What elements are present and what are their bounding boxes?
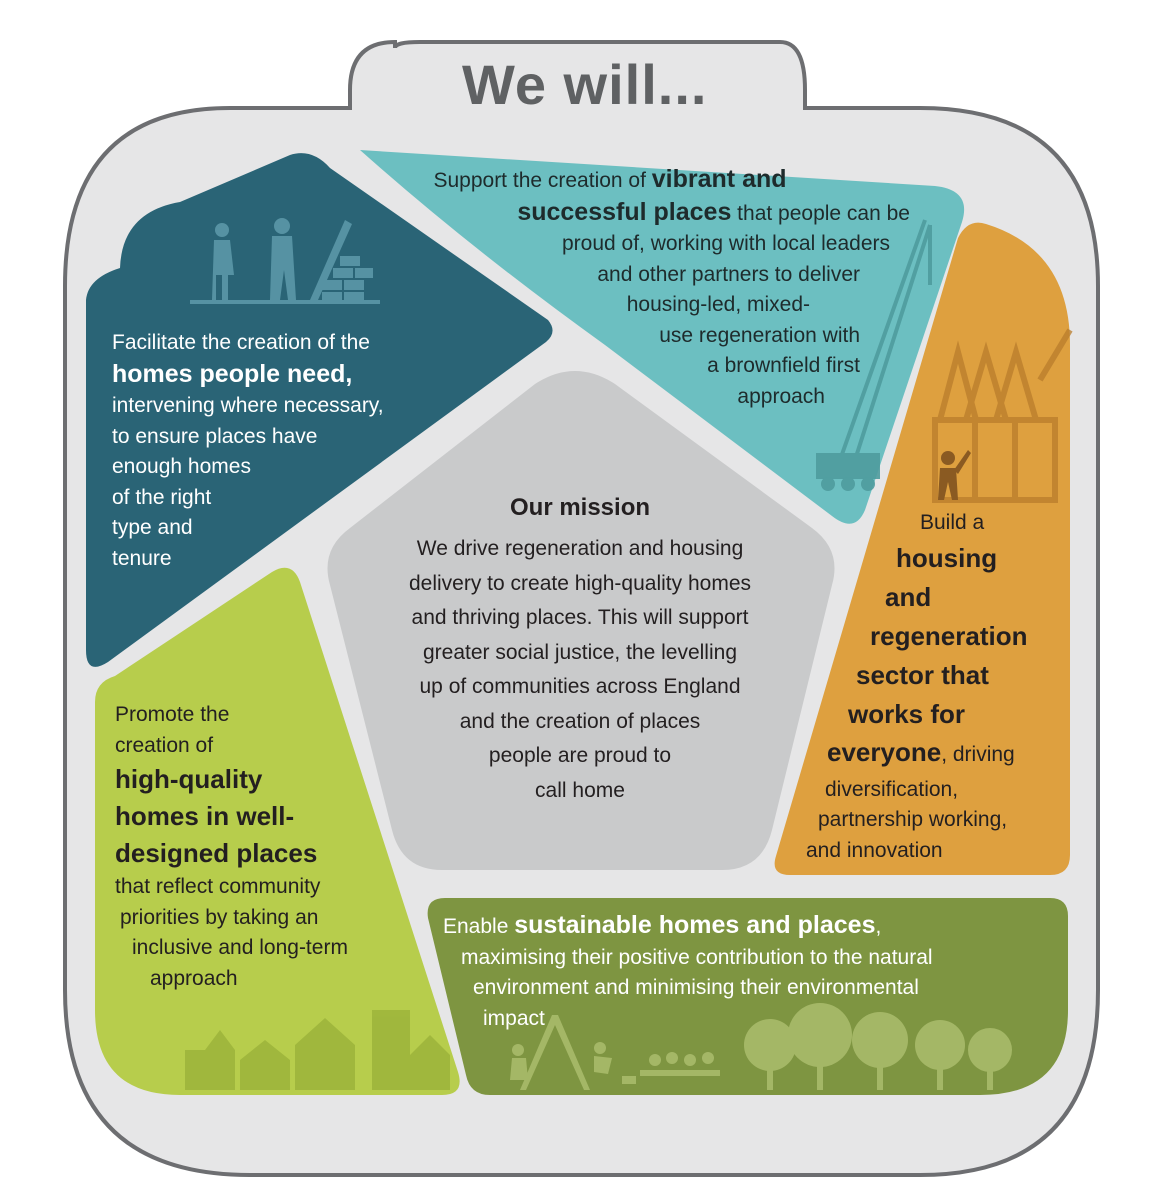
- sector-bold-2: and: [885, 581, 932, 612]
- vibrant-line1-bold: vibrant and: [651, 165, 787, 193]
- vibrant-line2-rest: that people can be: [731, 201, 910, 225]
- sector-line-1: Build a: [920, 511, 985, 534]
- segment-homes-text: Facilitate the creation of the homes peo…: [112, 328, 384, 574]
- quality-rest-4: approach: [150, 966, 238, 990]
- quality-rest-2: priorities by taking an: [120, 905, 319, 929]
- homes-rest-3: enough homes: [112, 455, 251, 478]
- sustainable-rest-2: environment and minimising their environ…: [473, 976, 919, 999]
- builder-figure: [938, 450, 971, 500]
- vibrant-rest-3: housing-led, mixed-: [626, 293, 810, 316]
- vibrant-rest-4: use regeneration with: [659, 323, 860, 347]
- segment-sustainable-text: Enable sustainable homes and places, max…: [443, 910, 933, 1034]
- mission-line-8: call home: [535, 778, 625, 802]
- vibrant-rest-2: and other partners to deliver: [597, 262, 860, 286]
- sustainable-rest-1: maximising their positive contribution t…: [461, 945, 933, 969]
- house-frame-illustration: [932, 328, 1073, 503]
- homes-rest-1: intervening where necessary,: [112, 394, 384, 417]
- quality-bold-3: designed places: [115, 838, 318, 868]
- segment-sector-text: Build a housing and regeneration sector …: [800, 508, 1028, 866]
- mission-line-7: people are proud to: [488, 744, 672, 767]
- quality-rest-1: that reflect community: [115, 875, 321, 898]
- vibrant-line-1: Support the creation of vibrant and: [400, 164, 910, 197]
- sector-last-rest: , driving: [941, 742, 1015, 766]
- sustainable-suffix: ,: [875, 915, 882, 938]
- park-illustration: [510, 1003, 1012, 1090]
- homes-line-1: Facilitate the creation of the: [112, 331, 370, 354]
- vibrant-line-2: successful places that people can be: [400, 197, 910, 230]
- vibrant-line1-pre: Support the creation of: [433, 169, 652, 192]
- sector-rest-1: diversification,: [825, 777, 959, 801]
- segment-quality-shape: [95, 567, 460, 1095]
- segment-vibrant-shape: [360, 150, 965, 524]
- sector-bold-1: housing: [896, 542, 998, 573]
- vibrant-rest-6: approach: [737, 384, 825, 408]
- homes-bold-line: homes people need,: [112, 359, 384, 392]
- vibrant-rest-1: proud of, working with local leaders: [561, 232, 890, 255]
- sector-last-line: everyone, driving: [800, 734, 1028, 775]
- mission-pentagon: [327, 371, 835, 870]
- vibrant-rest-5: a brownfield first: [707, 354, 860, 377]
- mission-line-3: and thriving places. This will support: [411, 606, 749, 629]
- segment-homes-shape: [86, 153, 553, 667]
- homes-rest-4: of the right: [112, 485, 212, 509]
- vibrant-line2-bold: successful places: [517, 197, 732, 226]
- quality-rest-3: inclusive and long-term: [132, 936, 348, 959]
- sector-rest-2: partnership working,: [818, 808, 1008, 831]
- segment-sustainable-shape: [427, 898, 1068, 1095]
- sustainable-rest-3: impact: [483, 1006, 545, 1030]
- houses-skyline-illustration: [185, 1010, 450, 1090]
- mission-line-4: greater social justice, the levelling: [423, 640, 737, 664]
- quality-bold-2: homes in well-: [115, 801, 295, 831]
- homes-rest-2: to ensure places have: [112, 424, 318, 448]
- quality-intro-2: creation of: [115, 733, 214, 757]
- sector-last-bold: everyone: [827, 736, 942, 767]
- homes-rest-6: tenure: [112, 546, 172, 570]
- mission-heading: Our mission: [509, 494, 651, 521]
- homes-bold: homes people need: [112, 359, 346, 388]
- crane-illustration: [816, 219, 932, 491]
- homes-rest-5: type and: [112, 516, 193, 539]
- mission-line-5: up of communities across England: [419, 675, 741, 698]
- sustainable-pre: Enable: [443, 915, 515, 938]
- sector-bold-4: sector that: [856, 659, 989, 690]
- quality-intro-1: Promote the: [115, 703, 230, 726]
- sustainable-bold: sustainable homes and places: [514, 911, 876, 939]
- sector-bold-3: regeneration: [870, 620, 1028, 651]
- sector-bold-5: works for: [848, 698, 966, 729]
- page-title: We will...: [462, 53, 708, 116]
- mission-line-2: delivery to create high-quality homes: [408, 571, 751, 595]
- segment-quality-text: Promote the creation of high-quality hom…: [110, 700, 348, 994]
- sector-rest-3: and innovation: [806, 838, 943, 862]
- segment-vibrant-text: Support the creation of vibrant and succ…: [400, 164, 910, 412]
- people-bricks-illustration: [190, 218, 380, 304]
- quality-bold-1: high-quality: [115, 764, 263, 794]
- mission-line-1: We drive regeneration and housing: [416, 537, 744, 560]
- homes-bold-suffix: ,: [345, 359, 353, 388]
- mission-text: Our mission We drive regeneration and ho…: [330, 490, 830, 808]
- sustainable-line-1: Enable sustainable homes and places,: [443, 910, 933, 943]
- mission-line-6: and the creation of places: [459, 709, 701, 733]
